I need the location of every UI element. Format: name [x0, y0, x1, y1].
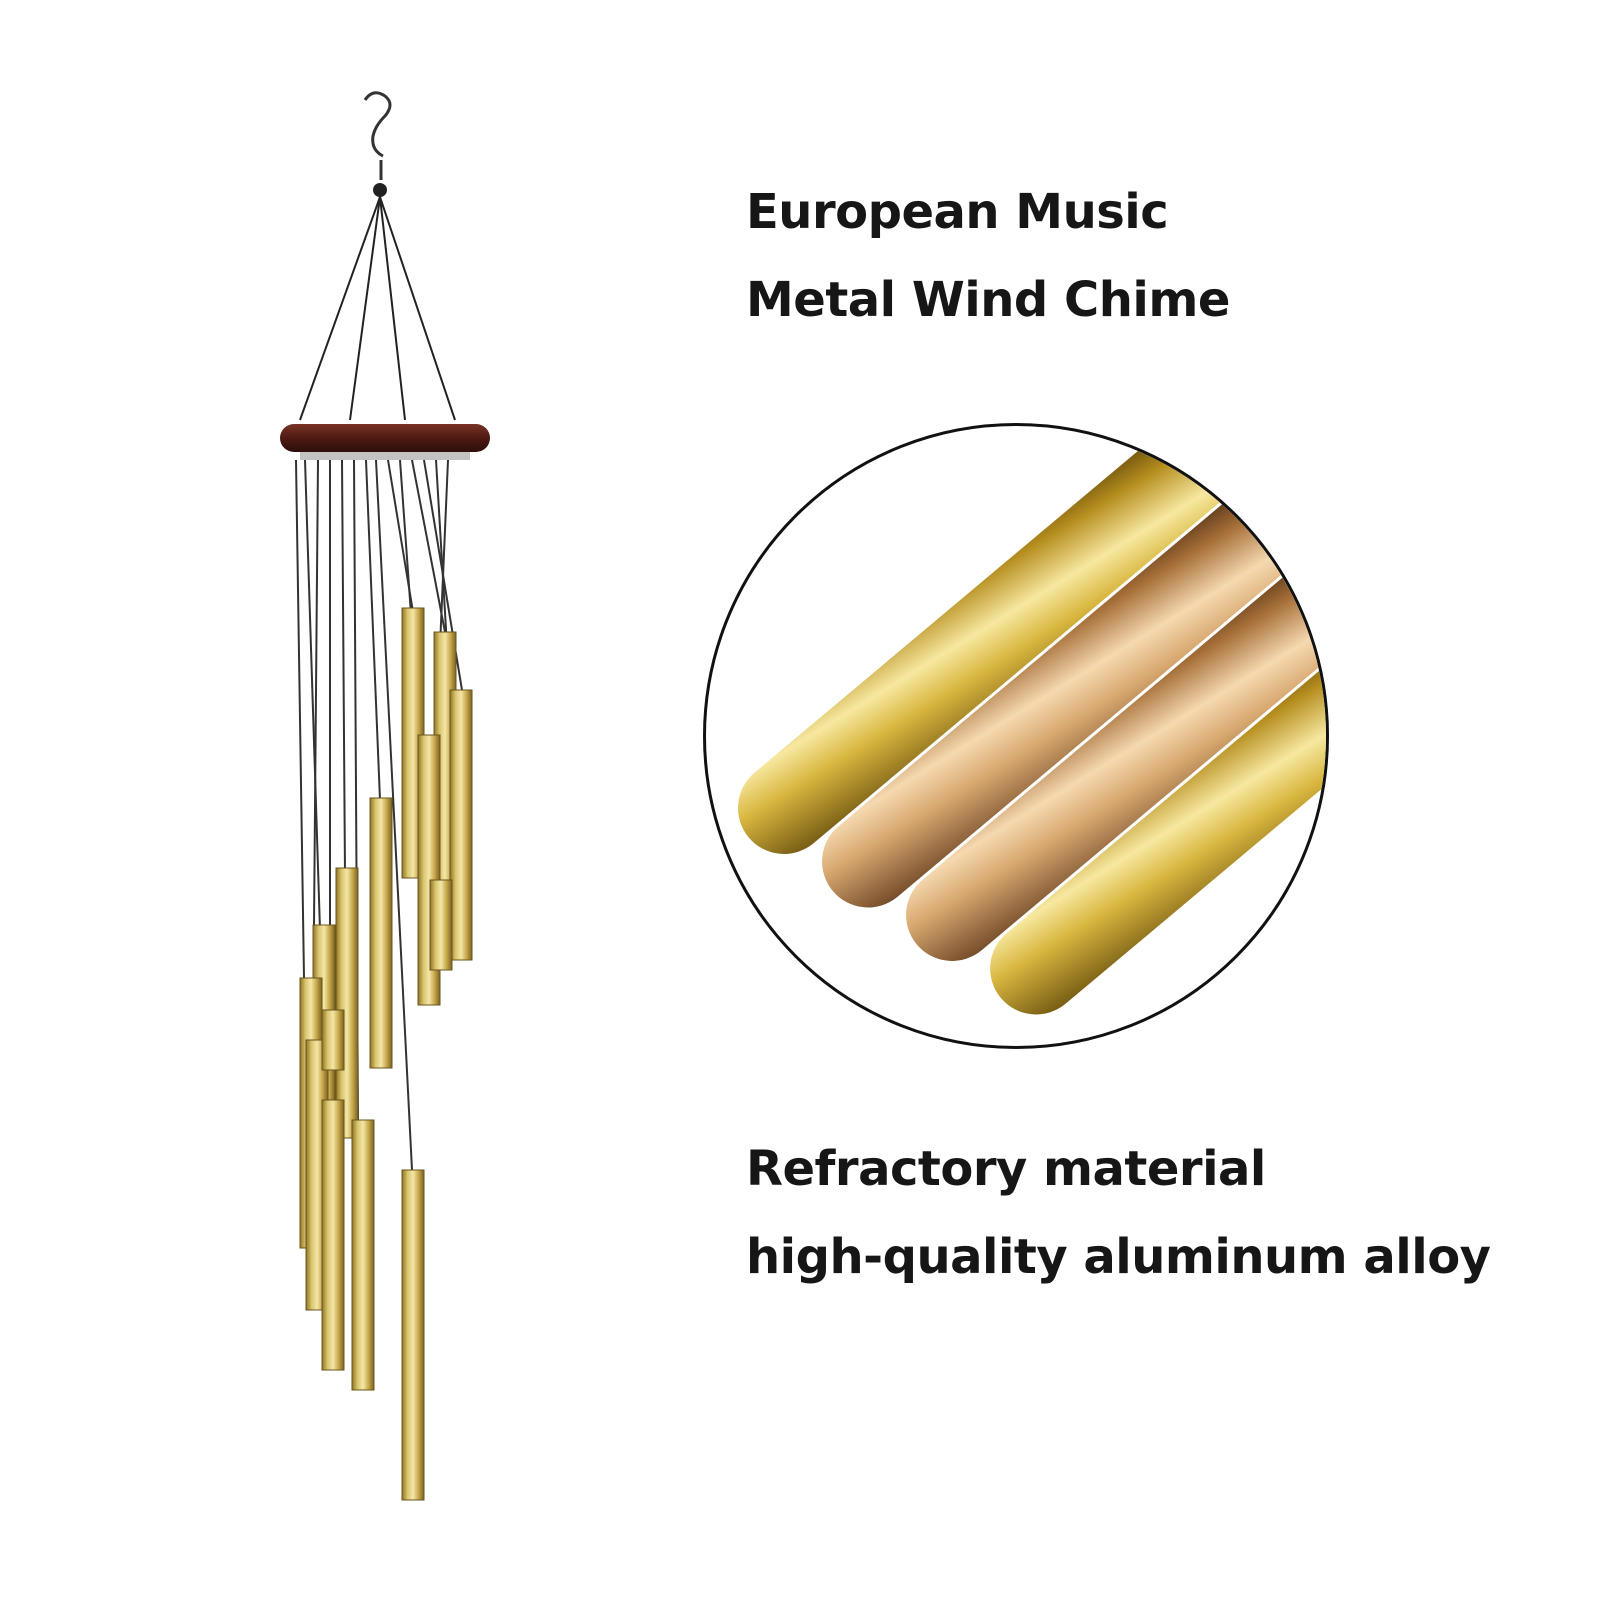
- chime-tubes: [299, 607, 473, 1501]
- caption: Refractory material high-quality aluminu…: [746, 1125, 1586, 1301]
- caption-line-1: Refractory material: [746, 1141, 1266, 1197]
- wooden-ring: [280, 424, 490, 460]
- headline-line-1: European Music: [746, 184, 1169, 240]
- tube-closeups: [737, 426, 1326, 1015]
- caption-line-2: high-quality aluminum alloy: [746, 1229, 1491, 1285]
- wind-chime-image: [0, 0, 620, 1600]
- tube-detail-image: [703, 423, 1329, 1049]
- hanging-strings: [299, 196, 456, 421]
- hook-icon: [363, 91, 392, 180]
- headline-line-2: Metal Wind Chime: [746, 272, 1230, 328]
- headline: European Music Metal Wind Chime: [746, 168, 1546, 344]
